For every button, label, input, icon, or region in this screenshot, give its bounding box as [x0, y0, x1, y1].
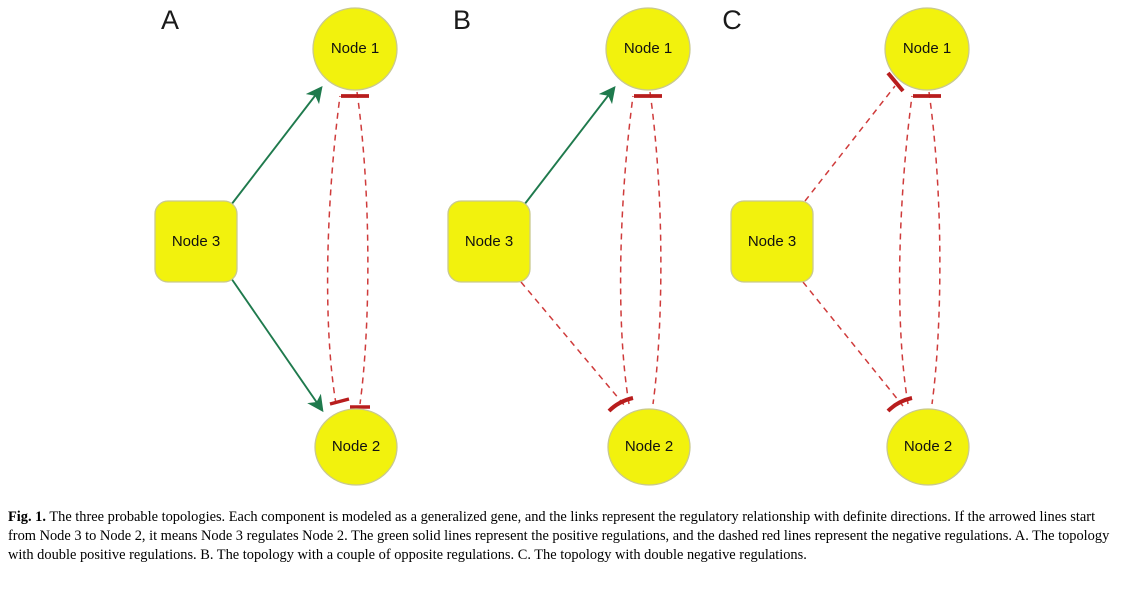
- figure-caption-text: The three probable topologies. Each comp…: [8, 509, 1110, 564]
- node-a-node2-label: Node 2: [332, 438, 380, 455]
- panel-letter-b: B: [453, 5, 471, 35]
- node-c-node3-label: Node 3: [748, 233, 796, 250]
- edge-b-node2-to-node1-negative: [619, 95, 634, 405]
- panel-letter-c: C: [722, 5, 742, 35]
- node-b-node1-label: Node 1: [624, 40, 672, 57]
- edge-a-node1-to-node2-negative: [356, 91, 369, 405]
- node-a-node3-label: Node 3: [172, 233, 220, 250]
- node-c-node1[interactable]: [884, 7, 970, 91]
- node-c-node1-label: Node 1: [903, 40, 951, 57]
- edge-b-node3-to-node1-positive: [523, 85, 616, 206]
- node-b-node2-label: Node 2: [625, 438, 673, 455]
- panel-c: C Node 3 Node 1 Node 2: [722, 5, 970, 486]
- figure-caption: Fig. 1. The three probable topologies. E…: [8, 508, 1118, 565]
- node-c-node3[interactable]: [730, 200, 814, 283]
- edge-b-node1-to-node2-negative: [649, 91, 662, 405]
- terminator-bar-c-at-node2: [886, 396, 913, 413]
- panel-a: A Node 3 Node 1 Node 2: [154, 5, 398, 486]
- node-a-node1-label: Node 1: [331, 40, 379, 57]
- terminator-bar-b-at-node2: [607, 396, 634, 413]
- figure-canvas: A Node 3 Node 1 Node 2 B: [154, 5, 970, 486]
- figure-caption-label: Fig. 1.: [8, 509, 46, 525]
- node-c-node2-label: Node 2: [904, 438, 952, 455]
- edge-c-node3-to-node2-negative: [802, 281, 904, 407]
- terminator-bar-c-at-node1-from-node3: [886, 71, 905, 93]
- node-b-node3[interactable]: [447, 200, 531, 283]
- node-b-node2[interactable]: [607, 408, 691, 486]
- node-b-node3-label: Node 3: [465, 233, 513, 250]
- node-c-node2[interactable]: [886, 408, 970, 486]
- node-a-node3[interactable]: [154, 200, 238, 283]
- node-a-node1[interactable]: [312, 7, 398, 91]
- edge-b-node3-to-node2-negative: [520, 281, 626, 407]
- terminator-bar-a-at-node2-left: [329, 397, 350, 406]
- edge-c-node1-to-node2-negative: [928, 91, 941, 405]
- node-b-node1[interactable]: [605, 7, 691, 91]
- node-a-node2[interactable]: [314, 408, 398, 486]
- edge-a-node3-to-node1-positive: [230, 85, 323, 206]
- panel-letter-a: A: [161, 5, 179, 35]
- edge-c-node2-to-node1-negative: [898, 95, 913, 405]
- edge-c-node3-to-node1-negative: [804, 85, 896, 202]
- topology-diagram: A Node 3 Node 1 Node 2 B: [154, 5, 970, 486]
- panel-b: B Node 3 Node 1 Node 2: [447, 5, 691, 486]
- edge-a-node2-to-node1-negative: [326, 95, 341, 405]
- edge-a-node3-to-node2-positive: [230, 277, 324, 413]
